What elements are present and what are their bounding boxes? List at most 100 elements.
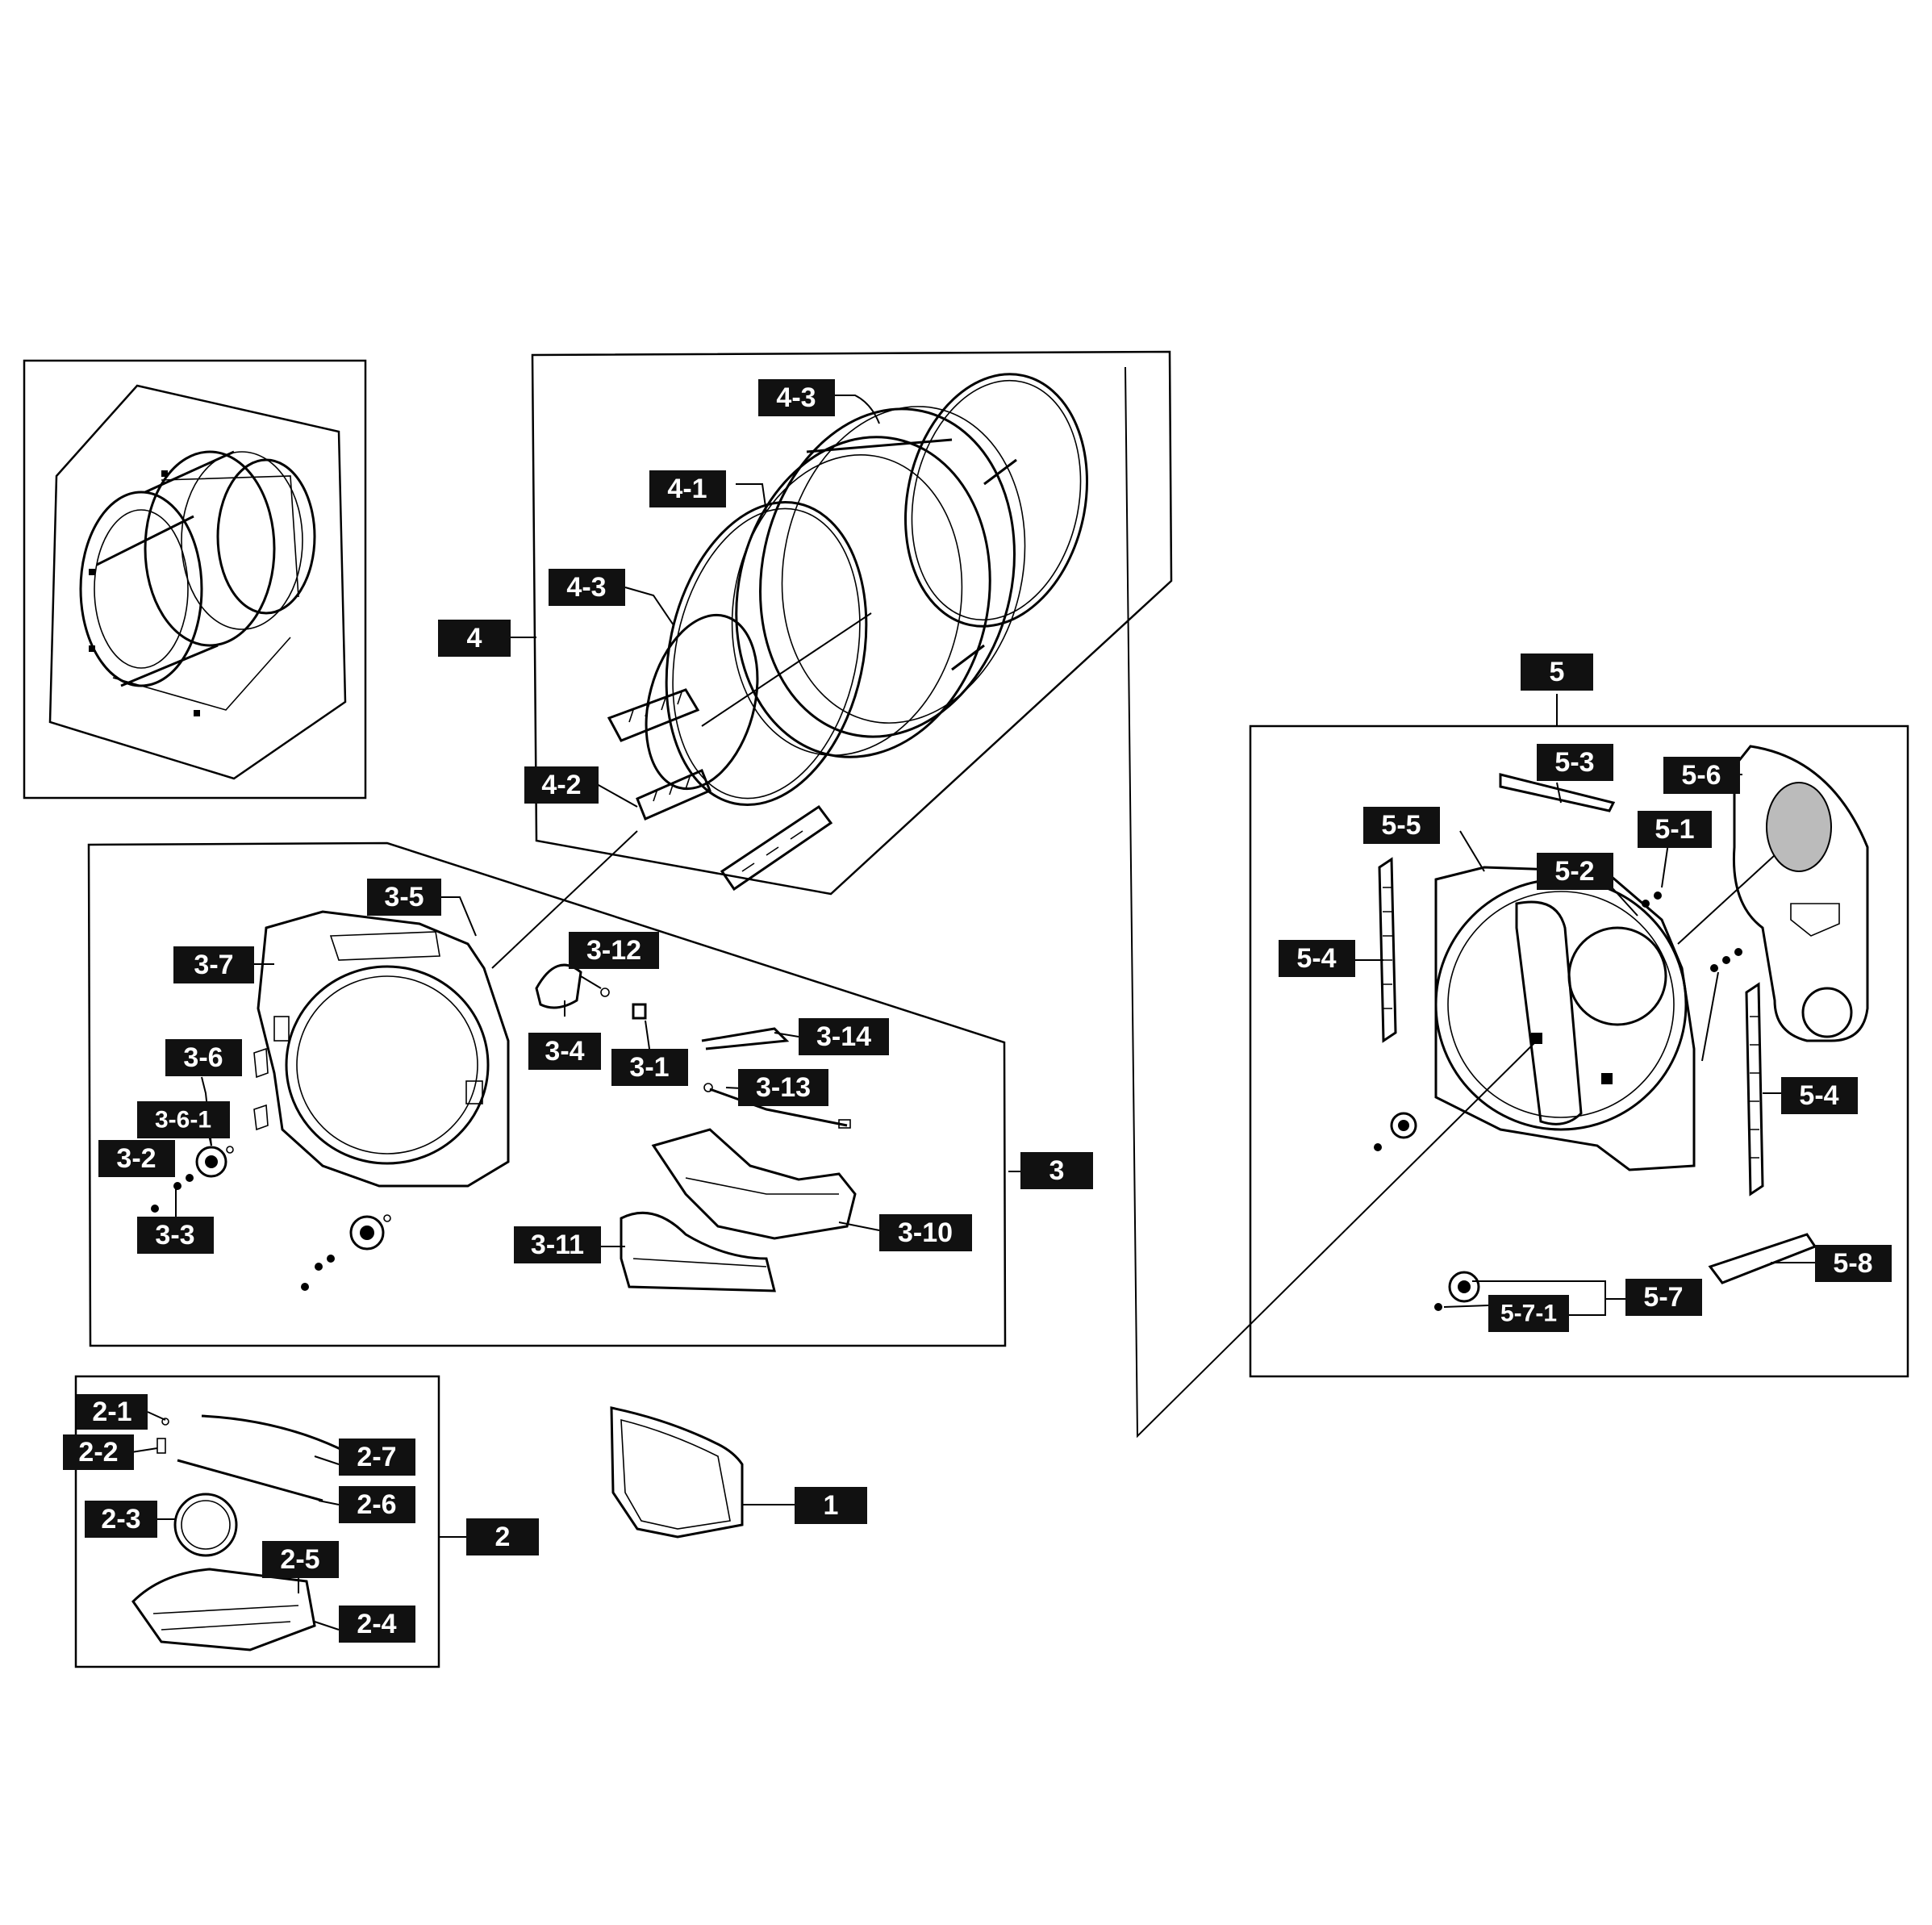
svg-text:3-3: 3-3 (155, 1220, 194, 1251)
rear-panel-assembly-panel (1249, 724, 1909, 1378)
svg-text:5-4: 5-4 (1296, 943, 1336, 974)
svg-text:3-11: 3-11 (531, 1230, 584, 1260)
svg-text:5-7-1: 5-7-1 (1500, 1301, 1557, 1327)
label-4: 4 (438, 620, 511, 657)
rear-panel-sensors (1374, 892, 1742, 1311)
drum-rear-ring (904, 373, 1088, 628)
label-3-6-1: 3-6-1 (137, 1101, 230, 1138)
label-2: 2 (466, 1518, 539, 1555)
svg-text:3-4: 3-4 (545, 1036, 584, 1067)
svg-text:3-2: 3-2 (116, 1143, 156, 1174)
label-5-8: 5-8 (1815, 1245, 1892, 1282)
label-5-4-left: 5-4 (1279, 940, 1355, 977)
label-3-14: 3-14 (799, 1018, 889, 1055)
label-5-3: 5-3 (1537, 744, 1613, 781)
overview-panel (23, 359, 367, 800)
svg-text:3: 3 (1049, 1155, 1065, 1186)
svg-text:2-5: 2-5 (280, 1544, 319, 1575)
label-2-1: 2-1 (77, 1394, 148, 1430)
svg-text:5-5: 5-5 (1381, 810, 1421, 841)
svg-text:4-2: 4-2 (541, 770, 581, 800)
svg-text:5: 5 (1550, 657, 1565, 687)
duct-assembly-panel (74, 1375, 440, 1668)
svg-text:3-6: 3-6 (183, 1042, 223, 1073)
drum-assembly-panel (531, 350, 1173, 896)
svg-text:3-13: 3-13 (756, 1072, 811, 1103)
svg-text:5-7: 5-7 (1643, 1282, 1683, 1313)
label-3-11: 3-11 (514, 1226, 601, 1263)
svg-text:3-14: 3-14 (816, 1021, 871, 1052)
label-2-6: 2-6 (339, 1486, 415, 1523)
label-4-3-top: 4-3 (758, 379, 835, 416)
drum-to-front-leader (491, 612, 872, 969)
label-3-3: 3-3 (137, 1217, 214, 1254)
label-3-4: 3-4 (528, 1033, 601, 1070)
svg-text:5-2: 5-2 (1554, 856, 1594, 887)
drum-body (731, 406, 1026, 758)
label-5-1: 5-1 (1638, 811, 1712, 848)
drum-to-rear-leader (1125, 366, 1542, 1439)
svg-text:5-3: 5-3 (1554, 747, 1594, 778)
front-panel-light (535, 963, 647, 1020)
label-1: 1 (795, 1487, 867, 1524)
drum-felt-seal (645, 613, 759, 791)
svg-text:3-7: 3-7 (194, 950, 233, 980)
svg-text:2: 2 (495, 1522, 511, 1552)
label-2-4: 2-4 (339, 1606, 415, 1643)
svg-text:5-1: 5-1 (1655, 814, 1694, 845)
label-3-13: 3-13 (738, 1069, 828, 1106)
drum-front-ring (665, 500, 868, 807)
label-2-7: 2-7 (339, 1439, 415, 1476)
label-2-5: 2-5 (262, 1541, 339, 1578)
callout-labels: 1 2 2-1 2-2 2-3 2-4 2-5 2-6 2-7 3 3-1 3-… (63, 379, 1892, 1643)
svg-text:1: 1 (824, 1490, 839, 1521)
label-4-1: 4-1 (649, 470, 726, 507)
svg-text:4: 4 (467, 623, 482, 653)
svg-text:3-12: 3-12 (586, 935, 641, 966)
svg-text:5-4: 5-4 (1799, 1080, 1838, 1111)
label-3-10: 3-10 (879, 1214, 972, 1251)
rear-panel-brackets (1378, 773, 1817, 1284)
lint-filter (610, 1406, 744, 1539)
label-5-5: 5-5 (1363, 807, 1440, 844)
svg-text:5-6: 5-6 (1681, 760, 1721, 791)
svg-text:2-7: 2-7 (357, 1442, 396, 1472)
assembled-drum-illustration (79, 450, 316, 716)
front-panel-sensors (151, 1146, 391, 1291)
svg-text:2-2: 2-2 (78, 1437, 118, 1468)
label-3-1: 3-1 (611, 1049, 688, 1086)
svg-text:4-3: 4-3 (566, 572, 606, 603)
rear-panel-blower-housing (1732, 745, 1869, 1042)
label-5-4-right: 5-4 (1781, 1077, 1858, 1114)
svg-text:3-1: 3-1 (629, 1052, 669, 1083)
svg-text:2-1: 2-1 (92, 1397, 131, 1427)
label-3-2: 3-2 (98, 1140, 175, 1177)
label-5-7-1: 5-7-1 (1488, 1295, 1569, 1332)
svg-text:2-6: 2-6 (357, 1489, 396, 1520)
label-2-3: 2-3 (85, 1501, 157, 1538)
rear-bracket-leader (1701, 971, 1719, 1062)
svg-text:2-4: 2-4 (357, 1609, 396, 1639)
label-5: 5 (1521, 653, 1593, 691)
svg-text:3-6-1: 3-6-1 (155, 1107, 211, 1134)
label-5-2: 5-2 (1537, 853, 1613, 890)
front-panel-filter-housing (620, 1128, 857, 1292)
front-panel-housing (253, 910, 510, 1188)
label-3: 3 (1020, 1152, 1093, 1189)
svg-text:5-8: 5-8 (1833, 1248, 1872, 1279)
rear-panel-body (1434, 866, 1696, 1171)
front-panel-assembly-panel (87, 841, 1007, 1347)
svg-text:3-5: 3-5 (384, 882, 424, 912)
rear-blower-leader (1677, 854, 1776, 945)
label-5-7: 5-7 (1625, 1279, 1702, 1316)
label-3-5: 3-5 (367, 879, 441, 916)
duct-assembly (131, 1414, 348, 1651)
label-5-6: 5-6 (1663, 757, 1740, 794)
svg-text:3-10: 3-10 (898, 1217, 953, 1248)
drum-lifters (607, 688, 833, 892)
svg-text:4-3: 4-3 (776, 382, 816, 413)
label-2-2: 2-2 (63, 1434, 134, 1470)
label-4-3-front: 4-3 (549, 569, 625, 606)
svg-text:4-1: 4-1 (667, 474, 707, 504)
